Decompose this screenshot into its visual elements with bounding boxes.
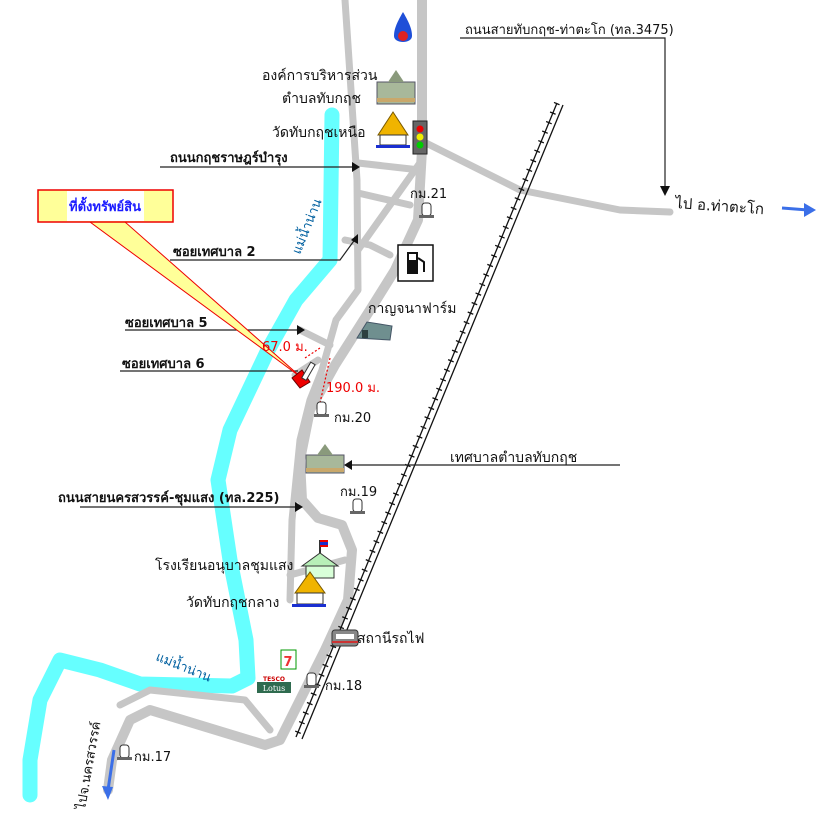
main-road bbox=[103, 0, 427, 795]
label-km19: กม.19 bbox=[340, 485, 377, 500]
label-wat-north: วัดทับกฤชเหนือ bbox=[272, 125, 366, 141]
km-post-20-icon bbox=[314, 401, 329, 417]
svg-text:7: 7 bbox=[283, 655, 292, 670]
label-road-thapkrit-thatako: ถนนสายทับกฤช-ท่าตะโก (ทล.3475) bbox=[465, 22, 674, 38]
km-post-18-icon bbox=[304, 672, 319, 688]
km-post-19-icon bbox=[350, 498, 365, 514]
label-to-nakhonsawan: ไปจ.นครสวรรค์ bbox=[73, 720, 104, 811]
pointer-soi2 bbox=[170, 237, 357, 261]
ptt-gas-logo-icon bbox=[394, 12, 412, 42]
label-sao-office-1: องค์การบริหารส่วน bbox=[262, 67, 378, 84]
km-post-17-icon bbox=[117, 744, 132, 760]
arrow-right-icon bbox=[781, 206, 809, 212]
government-building-icon bbox=[376, 70, 416, 105]
property-label: ที่ตั้งทรัพย์สิน bbox=[69, 196, 141, 215]
temple-north-icon bbox=[376, 111, 410, 148]
label-soi5: ซอยเทศบาล 5 bbox=[125, 316, 208, 331]
traffic-light-icon bbox=[412, 120, 428, 155]
distance-67-label: 67.0 ม. bbox=[262, 340, 308, 355]
label-road-225: ถนนสายนครสวรรค์-ชุมแสง (ทล.225) bbox=[58, 490, 279, 506]
pointer-thatako-road bbox=[460, 37, 666, 192]
distance-190-marker bbox=[317, 357, 331, 413]
label-municipality: เทศบาลตำบลทับกฤช bbox=[450, 450, 577, 466]
label-school: โรงเรียนอนุบาลชุมแสง bbox=[155, 557, 293, 574]
school-icon bbox=[300, 540, 340, 579]
farm-barn-icon bbox=[356, 321, 393, 341]
gas-station-icon bbox=[397, 244, 434, 282]
km-post-21-icon bbox=[419, 202, 434, 218]
label-km17: กม.17 bbox=[134, 750, 171, 765]
seven-eleven-logo-icon: 7 bbox=[280, 649, 297, 670]
label-to-thatako: ไป อ.ท่าตะโก bbox=[674, 194, 765, 218]
label-soi2: ซอยเทศบาล 2 bbox=[173, 245, 256, 260]
label-km21: กม.21 bbox=[410, 187, 447, 202]
property-marker-icon bbox=[291, 369, 311, 389]
tesco-lotus-logo-icon: TESCO Lotus bbox=[257, 674, 291, 693]
municipality-building-icon bbox=[305, 444, 345, 474]
distance-190-label: 190.0 ม. bbox=[326, 381, 380, 396]
label-sao-office-2: ตำบลทับกฤช bbox=[282, 91, 361, 107]
svg-text:Lotus: Lotus bbox=[263, 684, 286, 693]
train-station-icon bbox=[331, 629, 359, 647]
distance-67-marker bbox=[304, 347, 321, 359]
label-km18: กม.18 bbox=[325, 679, 362, 694]
label-km20: กม.20 bbox=[334, 411, 371, 426]
label-farm: กาญจนาฟาร์ม bbox=[368, 300, 456, 317]
label-river-top: แม่น้ำน่าน bbox=[287, 196, 326, 257]
label-station: สถานีรถไฟ bbox=[357, 630, 424, 647]
temple-middle-icon bbox=[292, 571, 326, 607]
svg-text:TESCO: TESCO bbox=[263, 676, 285, 683]
arrow-down-icon bbox=[106, 749, 116, 791]
label-soi6: ซอยเทศบาล 6 bbox=[122, 357, 205, 372]
label-road-krit-rat: ถนนกฤชราษฎร์บำรุง bbox=[170, 150, 288, 166]
nan-river bbox=[22, 107, 340, 803]
label-wat-middle: วัดทับกฤชกลาง bbox=[186, 595, 279, 611]
